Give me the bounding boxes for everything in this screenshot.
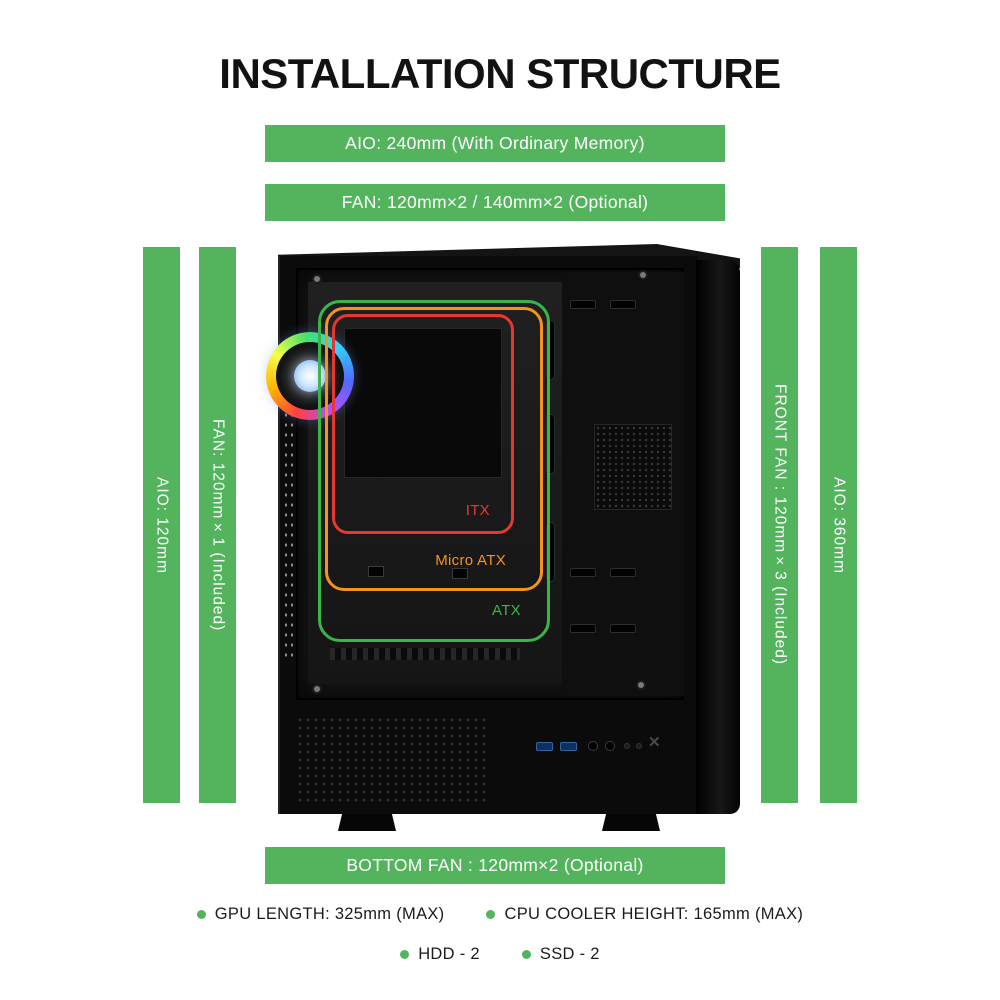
left-bar-aio-120: AIO: 120mm <box>143 247 180 803</box>
case-front-panel <box>696 260 740 814</box>
bullet-icon <box>486 910 496 919</box>
mounting-slot <box>610 300 636 309</box>
right-bar-aio-360-label: AIO: 360mm <box>830 476 848 574</box>
mounting-slot <box>610 568 636 577</box>
bottom-ventilation-grille <box>296 716 488 802</box>
bullet-icon <box>196 910 206 919</box>
usb-port-icon <box>560 742 577 751</box>
spec-cpu-cooler-height: CPU COOLER HEIGHT: 165mm (MAX) <box>486 905 803 924</box>
right-bar-front-fan-label: FRONT FAN : 120mm×3 (Included) <box>771 384 789 666</box>
spec-gpu-length: GPU LENGTH: 325mm (MAX) <box>196 905 445 924</box>
drive-cage-mesh <box>594 424 672 510</box>
banner-bottom-fan: BOTTOM FAN : 120mm×2 (Optional) <box>265 847 725 884</box>
cable-grommet <box>546 414 555 474</box>
panel-screw <box>314 276 320 282</box>
panel-screw <box>638 682 644 688</box>
case-foot <box>338 814 396 831</box>
audio-jack-icon <box>588 741 598 751</box>
panel-screw <box>314 686 320 692</box>
cable-grommet <box>546 522 555 582</box>
panel-screw <box>640 272 646 278</box>
left-bar-fan-120: FAN: 120mm×1 (Included) <box>199 247 236 803</box>
cpu-cutout <box>344 328 502 478</box>
case-foot <box>602 814 660 831</box>
left-bar-aio-120-label: AIO: 120mm <box>153 476 171 574</box>
front-mesh-strip <box>283 340 295 662</box>
audio-jack-icon <box>605 741 615 751</box>
banner-fan-top: FAN: 120mm×2 / 140mm×2 (Optional) <box>265 184 725 221</box>
spec-gpu-length-label: GPU LENGTH: 325mm (MAX) <box>214 905 445 923</box>
right-bar-front-fan: FRONT FAN : 120mm×3 (Included) <box>761 247 798 803</box>
banner-aio-top-label: AIO: 240mm (With Ordinary Memory) <box>345 133 645 153</box>
atx-outline <box>318 300 550 642</box>
spec-hdd: HDD - 2 <box>400 945 480 964</box>
mounting-slot <box>570 300 596 309</box>
bullet-icon <box>400 950 410 959</box>
psu-shroud-vents <box>330 648 520 660</box>
micro-atx-outline <box>325 307 543 591</box>
pc-case-illustration: ✕ ITX Micro ATX ATX <box>250 236 750 836</box>
itx-outline <box>332 314 514 534</box>
right-bar-aio-360: AIO: 360mm <box>820 247 857 803</box>
specs-row-1: GPU LENGTH: 325mm (MAX) CPU COOLER HEIGH… <box>0 905 1000 924</box>
micro-atx-label: Micro ATX <box>435 552 506 569</box>
spec-hdd-label: HDD - 2 <box>418 945 480 963</box>
spec-cpu-cooler-height-label: CPU COOLER HEIGHT: 165mm (MAX) <box>504 905 804 923</box>
left-bar-fan-120-label: FAN: 120mm×1 (Included) <box>209 418 227 632</box>
banner-bottom-fan-label: BOTTOM FAN : 120mm×2 (Optional) <box>346 855 644 875</box>
atx-label: ATX <box>492 602 521 619</box>
itx-label: ITX <box>465 502 490 519</box>
reset-button-icon <box>624 743 630 749</box>
spec-ssd-label: SSD - 2 <box>539 945 600 963</box>
usb-port-icon <box>536 742 553 751</box>
spec-ssd: SSD - 2 <box>521 945 600 964</box>
banner-fan-top-label: FAN: 120mm×2 / 140mm×2 (Optional) <box>341 192 649 212</box>
x-logo-icon: ✕ <box>648 734 661 751</box>
cable-grommet <box>546 320 555 380</box>
motherboard-tab <box>452 568 468 579</box>
led-button-icon <box>636 743 642 749</box>
specs-row-2: HDD - 2 SSD - 2 <box>0 945 1000 964</box>
mounting-slot <box>570 624 596 633</box>
bullet-icon <box>521 950 531 959</box>
page-title: INSTALLATION STRUCTURE <box>219 50 781 97</box>
motherboard-tab <box>368 566 384 577</box>
mounting-slot <box>570 568 596 577</box>
banner-aio-top: AIO: 240mm (With Ordinary Memory) <box>265 125 725 162</box>
mounting-slot <box>610 624 636 633</box>
